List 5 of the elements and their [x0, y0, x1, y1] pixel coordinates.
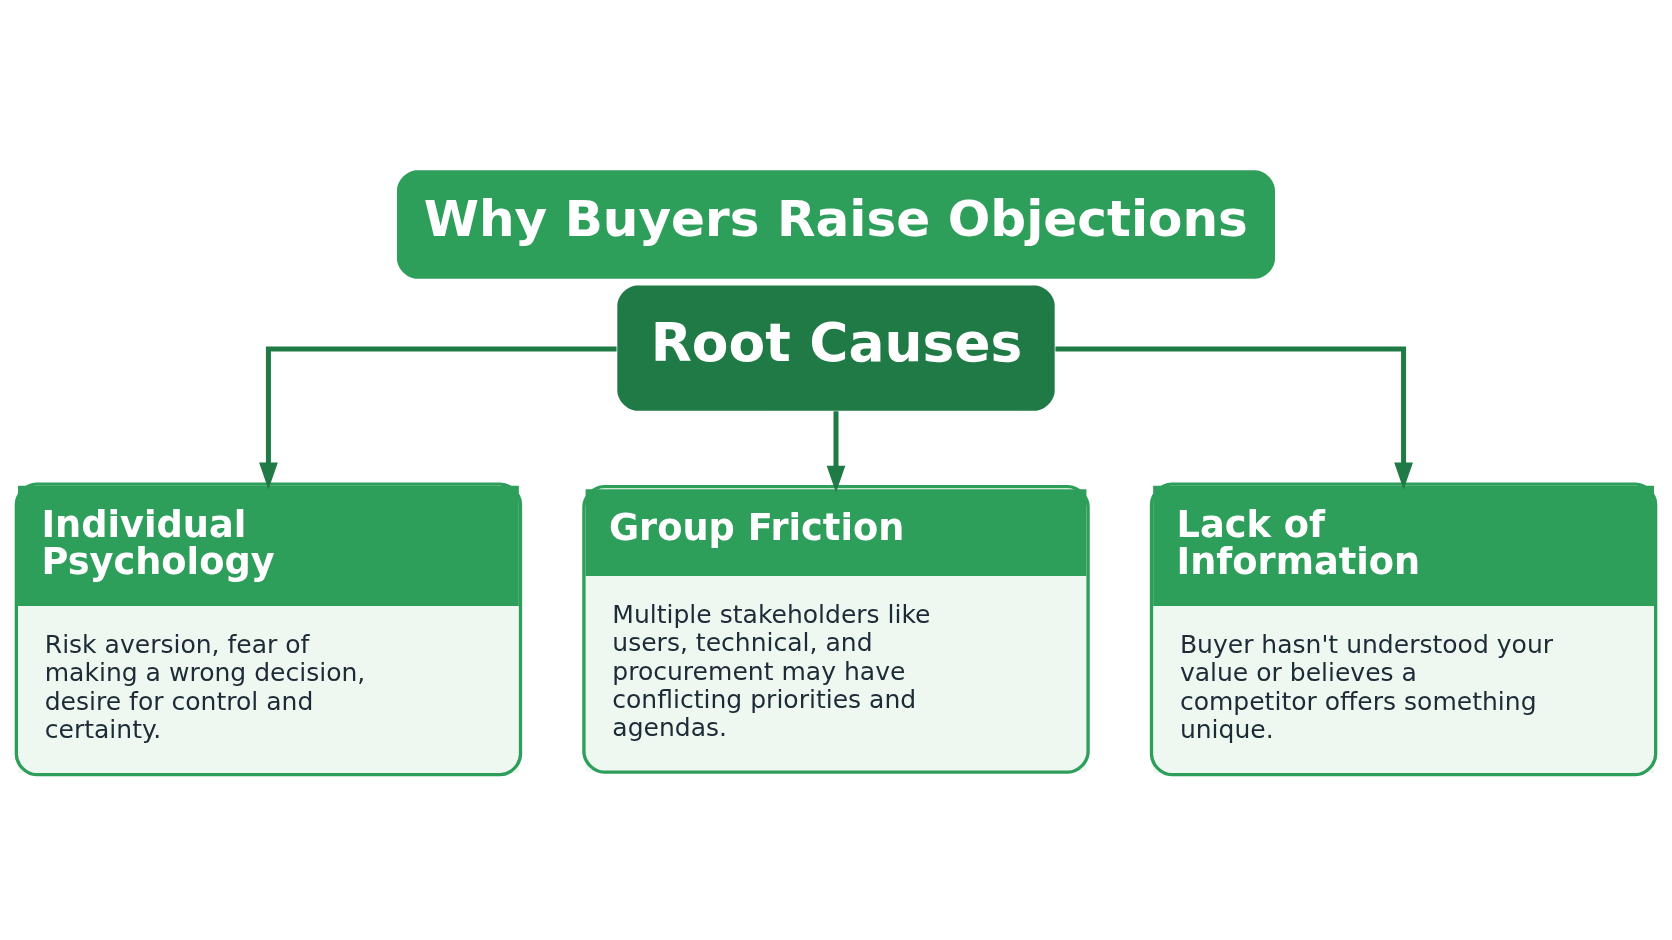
node-box: Root Causes [617, 285, 1055, 411]
diagram-title: Why Buyers Raise Objections [423, 190, 1248, 249]
arrow [1055, 346, 1413, 490]
arrow [259, 346, 617, 490]
arrow [826, 411, 846, 493]
